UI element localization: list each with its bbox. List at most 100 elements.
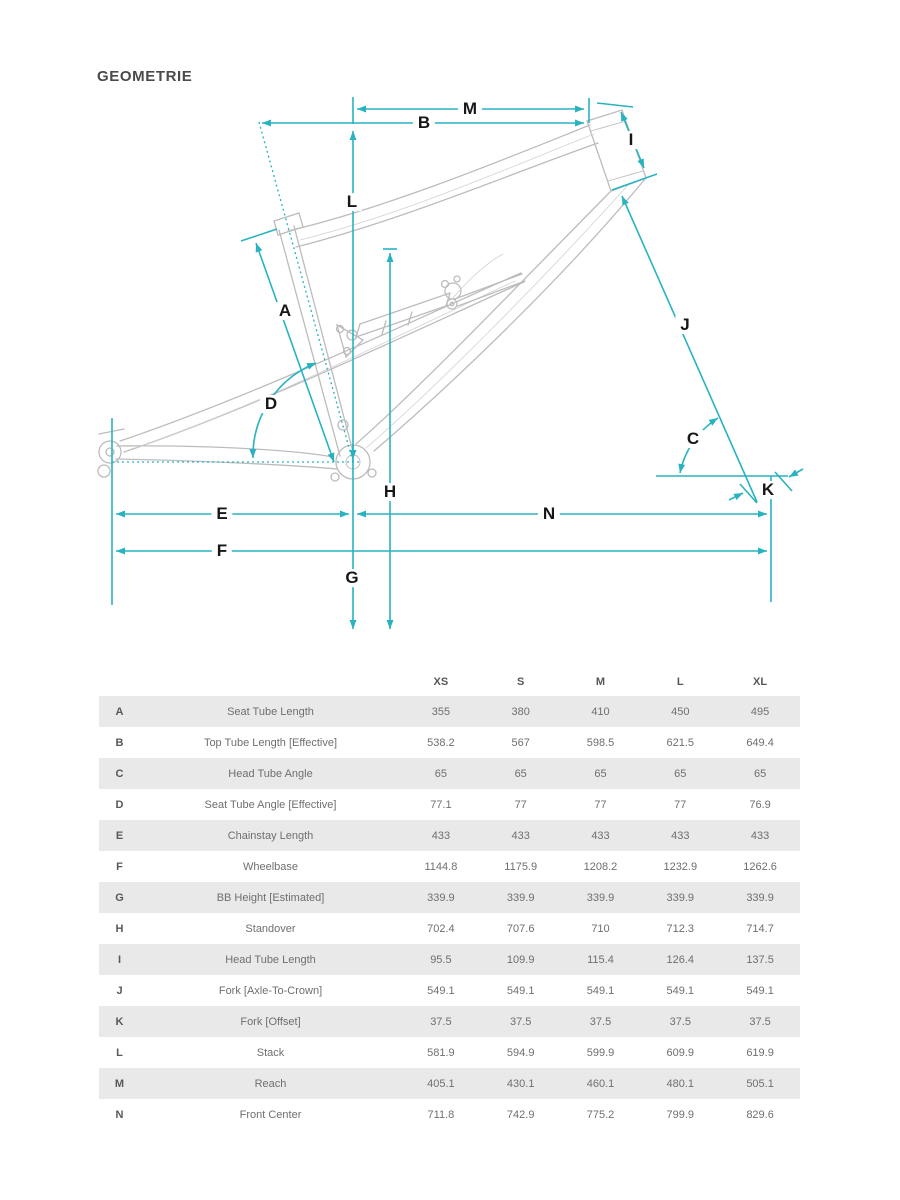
row-value: 137.5 bbox=[746, 953, 774, 966]
row-letter: M bbox=[114, 1077, 125, 1090]
size-header-m: M bbox=[595, 676, 606, 688]
dim-label-c: C bbox=[681, 430, 705, 448]
row-value: 609.9 bbox=[666, 1046, 695, 1059]
row-value: 37.5 bbox=[430, 1015, 452, 1028]
row-value: 433 bbox=[591, 829, 610, 842]
row-value: 711.8 bbox=[427, 1108, 455, 1121]
row-value: 505.1 bbox=[746, 1077, 774, 1090]
row-letter: N bbox=[115, 1108, 124, 1121]
row-value: 621.5 bbox=[666, 736, 695, 749]
row-value: 433 bbox=[431, 829, 451, 842]
row-label: Stack bbox=[256, 1046, 285, 1059]
row-value: 76.9 bbox=[749, 798, 771, 811]
table-row: A Seat Tube Length 355 380 410 450 495 bbox=[99, 696, 800, 727]
row-value: 649.4 bbox=[746, 736, 774, 749]
row-value: 712.3 bbox=[666, 922, 695, 935]
dim-label-k: K bbox=[756, 481, 780, 499]
row-letter: H bbox=[115, 922, 124, 935]
dimension-lines bbox=[111, 97, 804, 629]
row-value: 380 bbox=[511, 705, 530, 718]
row-value: 355 bbox=[431, 705, 451, 718]
row-value: 710 bbox=[591, 922, 610, 935]
row-value: 599.9 bbox=[586, 1046, 615, 1059]
row-value: 433 bbox=[511, 829, 530, 842]
row-value: 433 bbox=[671, 829, 690, 842]
row-value: 714.7 bbox=[746, 922, 774, 935]
row-label: Seat Tube Length bbox=[227, 705, 314, 718]
dim-label-e: E bbox=[211, 505, 233, 523]
row-value: 581.9 bbox=[427, 1046, 455, 1059]
row-value: 37.5 bbox=[509, 1015, 532, 1028]
row-value: 77 bbox=[594, 798, 607, 811]
dim-label-m: M bbox=[457, 100, 483, 118]
row-value: 410 bbox=[591, 705, 610, 718]
row-label: Standover bbox=[245, 922, 296, 935]
row-value: 115.4 bbox=[587, 953, 614, 966]
dim-label-i: I bbox=[623, 131, 639, 149]
row-value: 433 bbox=[750, 829, 770, 842]
row-letter: J bbox=[116, 984, 123, 997]
row-value: 77.1 bbox=[430, 798, 452, 811]
row-label: Fork [Axle-To-Crown] bbox=[218, 984, 323, 997]
row-value: 405.1 bbox=[427, 1077, 455, 1090]
row-value: 619.9 bbox=[746, 1046, 774, 1059]
size-header-s: S bbox=[517, 676, 525, 688]
row-value: 95.5 bbox=[430, 953, 452, 966]
row-value: 339.9 bbox=[506, 891, 535, 904]
row-value: 65 bbox=[753, 767, 767, 780]
row-value: 109.9 bbox=[506, 953, 535, 966]
table-row: D Seat Tube Angle [Effective] 77.1 77 77 77 76… bbox=[99, 789, 800, 820]
size-header-xs: XS bbox=[433, 676, 449, 688]
row-value: 549.1 bbox=[506, 984, 535, 997]
dim-label-f: F bbox=[211, 542, 233, 560]
row-letter: L bbox=[116, 1046, 123, 1059]
table-header-row: XS S M L XL bbox=[99, 668, 800, 696]
row-value: 460.1 bbox=[586, 1077, 615, 1090]
row-value: 495 bbox=[750, 705, 770, 718]
row-value: 126.4 bbox=[666, 953, 695, 966]
table-row: E Chainstay Length 433 433 433 433 433 bbox=[99, 820, 800, 851]
row-value: 707.6 bbox=[506, 922, 535, 935]
row-value: 598.5 bbox=[586, 736, 615, 749]
dim-label-g: G bbox=[340, 569, 364, 587]
row-value: 339.9 bbox=[586, 891, 615, 904]
row-value: 339.9 bbox=[427, 891, 455, 904]
row-letter: F bbox=[116, 860, 123, 873]
table-row: H Standover 702.4 707.6 710 712.3 714.7 bbox=[99, 913, 800, 944]
geometry-table: XS S M L XL A Seat Tube Length 355 380 410 45… bbox=[99, 668, 800, 1130]
row-value: 567 bbox=[511, 736, 530, 749]
row-value: 77 bbox=[674, 798, 687, 811]
size-header-xl: XL bbox=[753, 676, 768, 688]
row-value: 702.4 bbox=[427, 922, 455, 935]
row-value: 799.9 bbox=[666, 1108, 695, 1121]
row-label: Wheelbase bbox=[242, 860, 299, 873]
row-letter: A bbox=[115, 705, 124, 718]
row-value: 450 bbox=[671, 705, 690, 718]
frame-drawing bbox=[97, 109, 647, 482]
row-value: 829.6 bbox=[746, 1108, 774, 1121]
row-letter: D bbox=[115, 798, 124, 811]
row-value: 430.1 bbox=[506, 1077, 535, 1090]
dim-label-h: H bbox=[378, 483, 402, 501]
row-label: Chainstay Length bbox=[227, 829, 314, 842]
dim-label-a: A bbox=[273, 302, 297, 320]
row-value: 77 bbox=[514, 798, 527, 811]
row-label: Top Tube Length [Effective] bbox=[203, 736, 338, 749]
row-value: 1144.8 bbox=[424, 860, 458, 873]
bike-geometry-diagram bbox=[97, 97, 804, 629]
row-value: 65 bbox=[594, 767, 607, 780]
dim-label-d: D bbox=[259, 395, 283, 413]
row-letter: E bbox=[115, 829, 124, 842]
row-label: Seat Tube Angle [Effective] bbox=[204, 798, 337, 811]
